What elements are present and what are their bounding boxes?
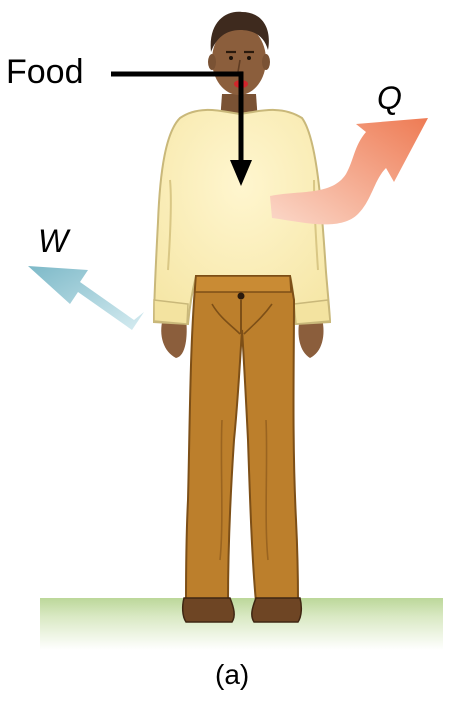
figure-caption: (a) — [215, 661, 249, 689]
food-label: Food — [6, 55, 84, 89]
arrow-up-left-icon — [28, 266, 144, 330]
ground — [40, 598, 443, 650]
heat-label: Q — [377, 82, 402, 114]
work-label: W — [38, 225, 68, 257]
